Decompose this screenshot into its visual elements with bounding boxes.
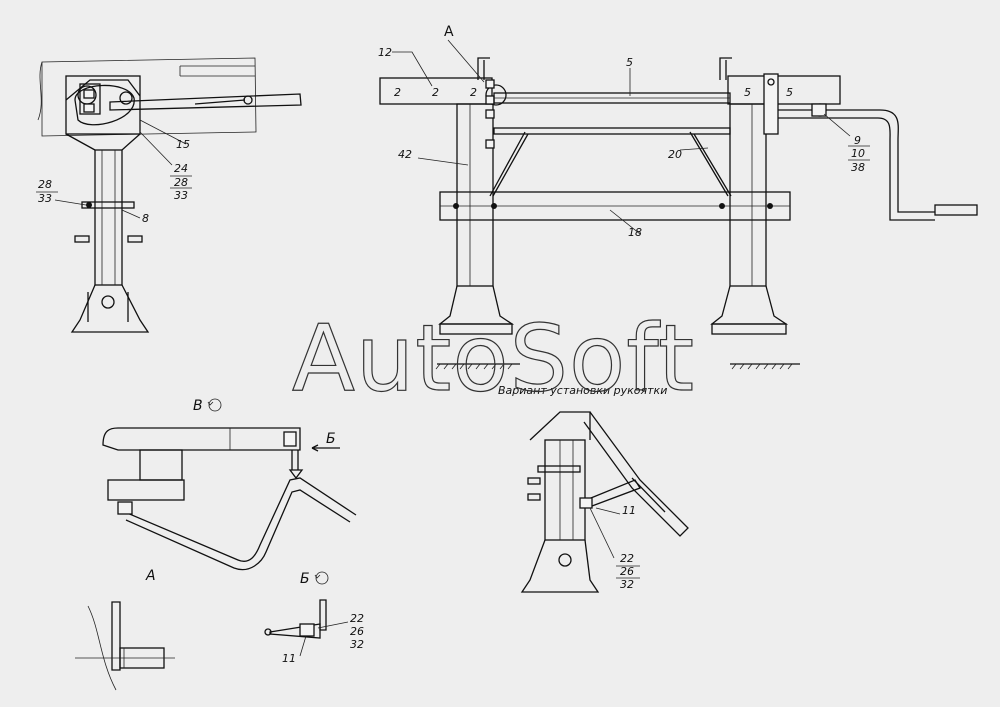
view-label-b-detail: Б [300,571,310,587]
view-v [102,398,357,571]
callout-8: 8 [142,212,149,225]
front-view [379,39,978,370]
callout-28b: 28 [38,178,52,191]
mark-5a: 5 [744,86,751,99]
callout-33a: 33 [174,189,188,202]
caption: Вариант установки рукоятки [498,384,667,397]
callout-26-detail: 26 [350,625,364,638]
side-view [36,57,302,333]
callout-26-variant: 26 [620,565,634,578]
callout-22-variant: 22 [620,552,634,565]
callout-5: 5 [626,56,633,69]
view-label-b-arrow: Б [326,431,336,447]
view-label-a-detail: A [145,568,156,584]
mark-2c: 2 [470,86,477,99]
handle-variant-view [520,411,689,593]
callout-11-detail: 11 [282,652,296,665]
mark-2b: 2 [432,86,439,99]
mark-2a: 2 [394,86,401,99]
callout-18: 18 [628,226,642,239]
callout-24: 24 [174,162,188,175]
callout-42: 42 [398,148,412,161]
callout-11-variant: 11 [622,504,636,517]
mark-5b: 5 [786,86,793,99]
callout-15: 15 [176,138,190,151]
callouts: 12 A 5 42 20 18 9 10 38 15 24 28 33 28 3… [38,24,865,665]
view-a-detail [75,601,175,691]
callout-9: 9 [854,134,861,147]
callout-28a: 28 [174,176,188,189]
watermark: AutoSoft [292,305,695,412]
callout-12: 12 [378,46,392,59]
callout-33b: 33 [38,192,52,205]
callout-32-detail: 32 [350,638,364,651]
callout-32-variant: 32 [620,578,634,591]
callout-22-detail: 22 [350,612,364,625]
callout-38: 38 [851,161,865,174]
view-label-v: В [193,398,203,414]
callout-20: 20 [668,148,682,161]
view-b-detail [264,571,349,657]
view-label-a: A [444,24,454,40]
callout-10: 10 [851,147,865,160]
